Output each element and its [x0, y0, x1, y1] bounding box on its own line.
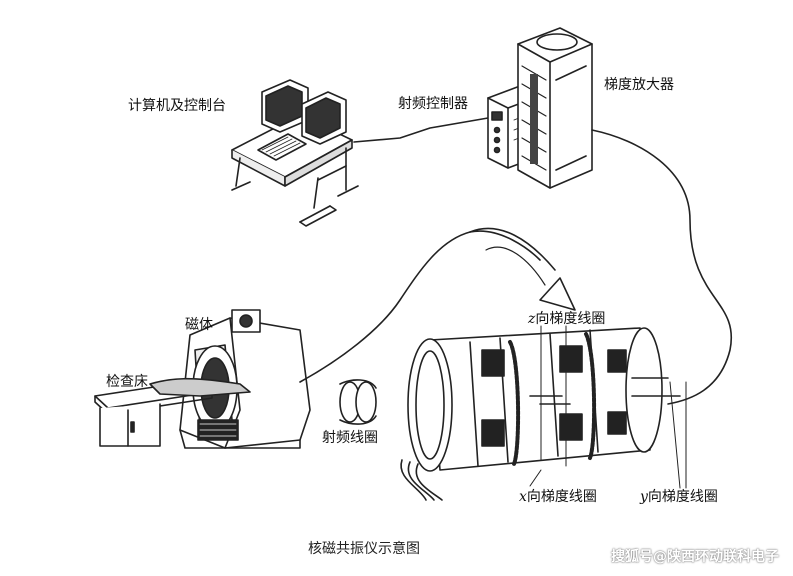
computer-console-illustration: [231, 79, 359, 227]
label-x-axis: x: [519, 489, 527, 505]
watermark: 搜狐号@陕西环动联科电子: [611, 549, 779, 565]
label-rf-controller: 射频控制器: [398, 96, 468, 112]
label-x-text: 向梯度线圈: [526, 489, 597, 505]
label-y-gradient-coil: y向梯度线圈: [640, 490, 718, 504]
label-gradient-amplifier: 梯度放大器: [604, 77, 674, 93]
label-y-text: 向梯度线圈: [647, 489, 718, 505]
rf-coil-illustration: [339, 379, 377, 425]
label-z-gradient-coil: z向梯度线圈: [528, 312, 605, 326]
label-rf-coil: 射频线圈: [322, 430, 378, 446]
gradient-amplifier-cabinet: [517, 27, 593, 189]
zoom-arrow: [469, 227, 576, 311]
gradient-coil-cylinder: [400, 327, 681, 501]
label-exam-bed: 检查床: [106, 374, 148, 390]
label-magnet: 磁体: [185, 317, 213, 333]
label-y-axis: y: [640, 489, 648, 505]
label-z-text: 向梯度线圈: [535, 311, 606, 327]
figure-caption: 核磁共振仪示意图: [308, 541, 420, 557]
exam-bed-illustration: [94, 377, 251, 447]
label-z-axis: z: [528, 311, 536, 327]
label-computer-console: 计算机及控制台: [128, 98, 226, 114]
label-x-gradient-coil: x向梯度线圈: [519, 490, 597, 504]
